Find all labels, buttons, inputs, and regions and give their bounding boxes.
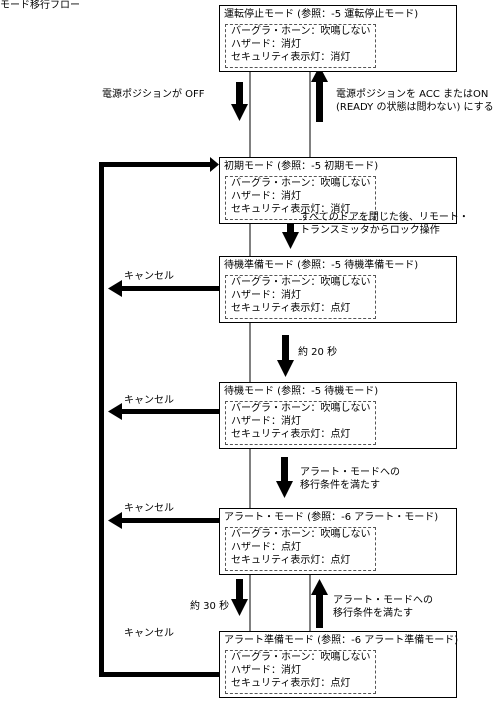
hazard-status: ハザード：消灯 bbox=[231, 416, 301, 427]
state-box-alert-prep: アラート準備モード (参照：-6 アラート準備モード) バーグラ・ホーン：吹鳴し… bbox=[219, 631, 459, 698]
cancel-bus bbox=[99, 157, 219, 677]
state-details: バーグラ・ホーン：吹鳴しない ハザード：消灯 セキュリティ表示灯：点灯 bbox=[225, 650, 376, 694]
arrow-alert-cond-down bbox=[276, 457, 293, 498]
arrow-power-off bbox=[231, 82, 248, 121]
state-details: バーグラ・ホーン：吹鳴しない ハザード：消灯 セキュリティ表示灯：消灯 bbox=[225, 24, 376, 68]
state-details: バーグラ・ホーン：吹鳴しない ハザード：消灯 セキュリティ表示灯：点灯 bbox=[225, 275, 376, 319]
state-title: 待機モード (参照：-5 待機モード) bbox=[224, 386, 379, 397]
security-lamp-status: セキュリティ表示灯：消灯 bbox=[231, 52, 351, 63]
hazard-status: ハザード：消灯 bbox=[231, 290, 301, 301]
state-title: 初期モード (参照：-5 初期モード) bbox=[224, 161, 379, 172]
cancel-label: キャンセル bbox=[124, 395, 174, 406]
label-lock-2: トランスミッタからロック操作 bbox=[300, 225, 440, 236]
horn-status: バーグラ・ホーン：吹鳴しない bbox=[231, 178, 371, 189]
page-title: モード移行フロー bbox=[0, 0, 80, 11]
label-power-off: 電源ポジションが OFF bbox=[102, 89, 205, 100]
state-details: バーグラ・ホーン：吹鳴しない ハザード：点灯 セキュリティ表示灯：点灯 bbox=[225, 527, 376, 571]
horn-status: バーグラ・ホーン：吹鳴しない bbox=[231, 529, 371, 540]
cancel-label: キャンセル bbox=[124, 271, 174, 282]
security-lamp-status: セキュリティ表示灯：消灯 bbox=[231, 204, 351, 215]
cancel-arrow-1 bbox=[108, 280, 219, 297]
horn-status: バーグラ・ホーン：吹鳴しない bbox=[231, 277, 371, 288]
cancel-label: キャンセル bbox=[124, 628, 174, 639]
state-title: アラート・モード (参照：-6 アラート・モード) bbox=[224, 512, 439, 523]
label-alert-cond-up-2: 移行条件を満たす bbox=[333, 608, 413, 619]
horn-status: バーグラ・ホーン：吹鳴しない bbox=[231, 403, 371, 414]
label-alert-cond-down-2: 移行条件を満たす bbox=[300, 480, 380, 491]
state-box-stop: 運転停止モード (参照：-5 運転停止モード) バーグラ・ホーン：吹鳴しない ハ… bbox=[219, 5, 457, 72]
security-lamp-status: セキュリティ表示灯：点灯 bbox=[231, 303, 351, 314]
state-title: 運転停止モード (参照：-5 運転停止モード) bbox=[224, 9, 419, 20]
connector-lines bbox=[249, 72, 311, 631]
cancel-arrow-2 bbox=[108, 403, 219, 420]
security-lamp-status: セキュリティ表示灯：点灯 bbox=[231, 555, 351, 566]
security-lamp-status: セキュリティ表示灯：点灯 bbox=[231, 429, 351, 440]
label-lock-1: すべてのドアを閉じた後、リモート・ bbox=[300, 212, 469, 223]
state-box-standby-prep: 待機準備モード (参照：-5 待機準備モード) バーグラ・ホーン：吹鳴しない ハ… bbox=[219, 256, 457, 323]
arrow-wait20 bbox=[277, 335, 294, 377]
arrow-power-on bbox=[311, 66, 328, 122]
state-box-initial: 初期モード (参照：-5 初期モード) バーグラ・ホーン：吹鳴しない ハザード：… bbox=[219, 157, 457, 224]
state-box-standby: 待機モード (参照：-5 待機モード) バーグラ・ホーン：吹鳴しない ハザード：… bbox=[219, 382, 457, 449]
cancel-label: キャンセル bbox=[124, 503, 174, 514]
arrow-wait30 bbox=[231, 579, 248, 616]
state-title: 待機準備モード (参照：-5 待機準備モード) bbox=[224, 260, 419, 271]
hazard-status: ハザード：消灯 bbox=[231, 39, 301, 50]
horn-status: バーグラ・ホーン：吹鳴しない bbox=[231, 652, 371, 663]
label-power-on-1: 電源ポジションを ACC またはON bbox=[336, 89, 489, 100]
state-box-alert: アラート・モード (参照：-6 アラート・モード) バーグラ・ホーン：吹鳴しない… bbox=[219, 508, 457, 575]
hazard-status: ハザード：消灯 bbox=[231, 191, 301, 202]
state-details: バーグラ・ホーン：吹鳴しない ハザード：消灯 セキュリティ表示灯：消灯 bbox=[225, 176, 376, 220]
hazard-status: ハザード：点灯 bbox=[231, 542, 301, 553]
hazard-status: ハザード：消灯 bbox=[231, 665, 301, 676]
label-wait30: 約 30 秒 bbox=[190, 601, 230, 612]
label-power-on-2: (READY の状態は問わない) にする bbox=[336, 102, 494, 113]
state-title: アラート準備モード (参照：-6 アラート準備モード) bbox=[224, 635, 459, 646]
horn-status: バーグラ・ホーン：吹鳴しない bbox=[231, 26, 371, 37]
label-alert-cond-up-1: アラート・モードへの bbox=[333, 595, 433, 606]
label-wait20: 約 20 秒 bbox=[298, 347, 338, 358]
state-details: バーグラ・ホーン：吹鳴しない ハザード：消灯 セキュリティ表示灯：点灯 bbox=[225, 401, 376, 445]
security-lamp-status: セキュリティ表示灯：点灯 bbox=[231, 678, 351, 689]
arrow-alert-cond-up bbox=[311, 579, 328, 628]
cancel-arrow-3 bbox=[108, 512, 219, 529]
label-alert-cond-down-1: アラート・モードへの bbox=[300, 467, 400, 478]
